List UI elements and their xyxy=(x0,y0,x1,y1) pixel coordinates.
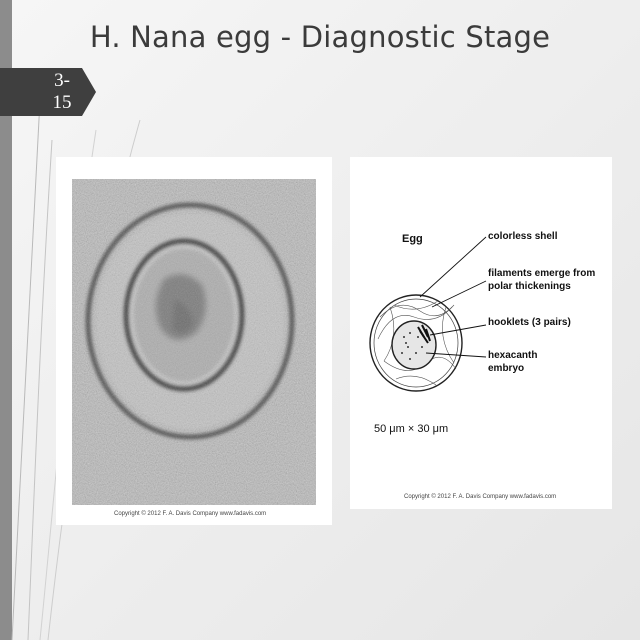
label-hexacanth: hexacanth xyxy=(488,350,538,361)
micrograph-panel: Copyright © 2012 F. A. Davis Company www… xyxy=(56,157,332,525)
label-colorless-shell: colorless shell xyxy=(488,231,558,242)
slide-number-badge: 3- 15 xyxy=(0,68,96,116)
diagram-heading: Egg xyxy=(402,233,423,245)
slide-number: 3- 15 xyxy=(42,70,82,114)
label-filaments-line1: filaments emerge from xyxy=(488,268,596,279)
egg-size-label: 50 μm × 30 μm xyxy=(374,423,449,435)
slide-number-line1: 3- xyxy=(54,70,70,91)
slide-number-line2: 15 xyxy=(52,92,72,113)
label-hooklets: hooklets (3 pairs) xyxy=(488,317,571,328)
badge-arrow-shape xyxy=(0,68,96,116)
label-embryo: embryo xyxy=(488,363,525,374)
micrograph-copyright: Copyright © 2012 F. A. Davis Company www… xyxy=(114,511,267,517)
left-accent-bar xyxy=(0,0,12,640)
slide-title: H. Nana egg - Diagnostic Stage xyxy=(89,20,551,54)
label-filaments-line2: polar thickenings xyxy=(488,281,571,292)
egg-diagram-drawing xyxy=(369,236,487,392)
egg-micrograph xyxy=(72,179,316,505)
diagram-copyright: Copyright © 2012 F. A. Davis Company www… xyxy=(404,494,557,500)
egg-diagram-panel: Egg colorless shell filaments emerge fro… xyxy=(350,157,612,509)
